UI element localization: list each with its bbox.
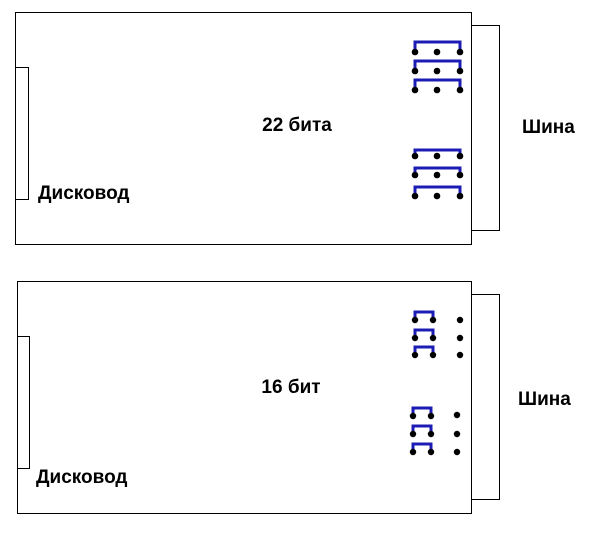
jumper-cap: [413, 166, 462, 174]
jumper-row: [411, 185, 464, 200]
jumper-pin: [411, 48, 419, 56]
board-22-bit: 22 бита Дисковод Шина: [15, 12, 575, 245]
jumper-pin: [427, 430, 435, 438]
drive-connector: [17, 336, 30, 469]
jumper-pin: [411, 67, 419, 75]
jumper-cap: [413, 59, 462, 69]
jumper-pin: [453, 411, 461, 419]
jumper-cap: [413, 78, 462, 88]
jumper-row: [411, 328, 464, 342]
jumper-row: [411, 40, 464, 56]
jumper-cap: [413, 328, 435, 336]
jumper-pin: [409, 430, 417, 438]
jumper-pin: [409, 412, 417, 420]
jumper-cap: [411, 406, 433, 414]
jumper-pin: [427, 448, 435, 456]
jumper-pin: [429, 334, 437, 342]
bus-connector: [471, 25, 500, 231]
jumper-pin: [456, 316, 464, 324]
jumper-row: [409, 406, 461, 420]
jumper-pin: [411, 86, 419, 94]
jumper-pin: [411, 334, 419, 342]
bus-label: Шина: [518, 389, 571, 410]
jumper-pin: [411, 192, 419, 200]
jumper-pin: [411, 316, 419, 324]
jumper-cap: [413, 148, 462, 155]
jumper-pin: [456, 334, 464, 342]
jumper-cap: [413, 185, 462, 193]
drive-label: Дисковод: [38, 183, 130, 204]
jumper-block-a: [411, 310, 464, 359]
jumper-row: [411, 148, 464, 160]
jumper-pin: [411, 351, 419, 359]
jumper-pin: [411, 171, 419, 179]
jumper-row: [409, 442, 461, 456]
jumper-row: [411, 78, 464, 94]
drive-connector: [15, 67, 29, 200]
jumper-block-b: [409, 406, 461, 456]
jumper-pin: [429, 351, 437, 359]
jumper-pin: [433, 152, 441, 160]
jumper-pin: [453, 448, 461, 456]
jumper-pin: [456, 48, 464, 56]
jumper-pin: [456, 67, 464, 75]
jumper-pin: [411, 152, 419, 160]
jumper-pin: [456, 152, 464, 160]
jumper-row: [411, 166, 464, 179]
jumper-cap: [411, 424, 433, 432]
bus-connector: [471, 294, 500, 500]
jumper-pin: [427, 412, 435, 420]
jumper-cap: [413, 310, 435, 318]
jumper-row: [411, 345, 464, 359]
jumper-block-b: [411, 148, 464, 200]
jumper-pin: [456, 171, 464, 179]
jumper-cap: [413, 40, 462, 50]
bus-width-label: 22 бита: [262, 115, 332, 136]
drive-label: Дисковод: [36, 467, 128, 488]
jumper-pin: [433, 86, 441, 94]
jumper-row: [411, 59, 464, 75]
jumper-row: [411, 310, 464, 324]
board-16-bit: 16 бит Дисковод Шина: [17, 281, 571, 514]
jumper-cap: [413, 345, 435, 353]
bus-width-label: 16 бит: [261, 377, 320, 398]
jumper-block-a: [411, 40, 464, 94]
jumper-pin: [433, 192, 441, 200]
jumper-cap: [411, 442, 433, 450]
jumper-pin: [456, 351, 464, 359]
jumper-pin: [456, 86, 464, 94]
jumper-pin: [429, 316, 437, 324]
jumper-row: [409, 424, 461, 438]
jumper-pin: [453, 430, 461, 438]
jumper-pin: [433, 67, 441, 75]
jumper-pin: [433, 48, 441, 56]
jumper-pin: [409, 448, 417, 456]
jumper-pin: [433, 171, 441, 179]
jumper-pin: [456, 192, 464, 200]
board-outline: [15, 12, 472, 245]
bus-label: Шина: [522, 117, 575, 138]
